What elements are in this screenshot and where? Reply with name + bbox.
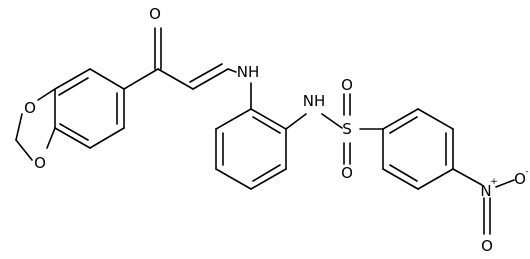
bond <box>157 68 194 90</box>
bond <box>250 168 287 190</box>
sulfonamide-linkage <box>285 93 384 165</box>
bond <box>46 127 56 149</box>
atom-label-nh-sulfonamide: NH <box>303 92 326 110</box>
bond <box>59 123 89 141</box>
bond <box>252 116 281 134</box>
bond <box>382 108 419 130</box>
bond <box>54 68 91 90</box>
atom-label-n-nitro: N <box>480 182 491 200</box>
enone-chain <box>123 27 237 90</box>
bond <box>252 164 281 182</box>
bond <box>495 179 515 188</box>
bond <box>227 68 237 73</box>
bond <box>89 68 125 90</box>
bond <box>54 127 91 149</box>
nitrophenyl-ring <box>382 108 454 190</box>
bond <box>89 127 125 149</box>
dioxole-ring <box>15 88 56 161</box>
atom-label-nh-enamine: NH <box>237 63 260 81</box>
bond <box>15 139 33 161</box>
atom-label-s-sulfonyl: S <box>342 120 352 138</box>
central-benzene-ring <box>215 82 287 190</box>
atom-label-o-carbonyl: O <box>149 5 161 23</box>
bond <box>37 88 56 101</box>
bond <box>417 168 454 190</box>
bond <box>189 63 223 83</box>
atom-labels: O O O NH NH S O O N O O + - <box>24 5 529 255</box>
nitro-group <box>452 168 515 235</box>
charge-n-nitro: + <box>490 177 498 187</box>
atom-label-o-nitro-1: O <box>481 237 493 255</box>
bond <box>417 108 454 130</box>
bond <box>382 168 419 190</box>
bond <box>321 113 343 129</box>
bond <box>250 108 287 130</box>
atom-label-o-sulfonyl-1: O <box>341 76 353 94</box>
bond <box>123 68 159 90</box>
bond <box>285 113 307 130</box>
atom-label-o-sulfonyl-2: O <box>341 164 353 182</box>
bond <box>15 113 23 141</box>
atom-label-o-ring-1: O <box>24 99 36 117</box>
bond <box>452 168 483 186</box>
atom-label-o-ring-2: O <box>34 154 46 172</box>
atom-label-o-nitro-2: O <box>514 170 526 188</box>
bond <box>215 108 252 130</box>
bond <box>389 116 418 134</box>
bond <box>58 77 89 96</box>
bond <box>389 164 418 182</box>
bond <box>192 68 229 90</box>
bond <box>215 168 252 190</box>
benzodioxole-benzene-ring <box>54 68 125 149</box>
charge-o-nitro-2: - <box>525 167 528 177</box>
